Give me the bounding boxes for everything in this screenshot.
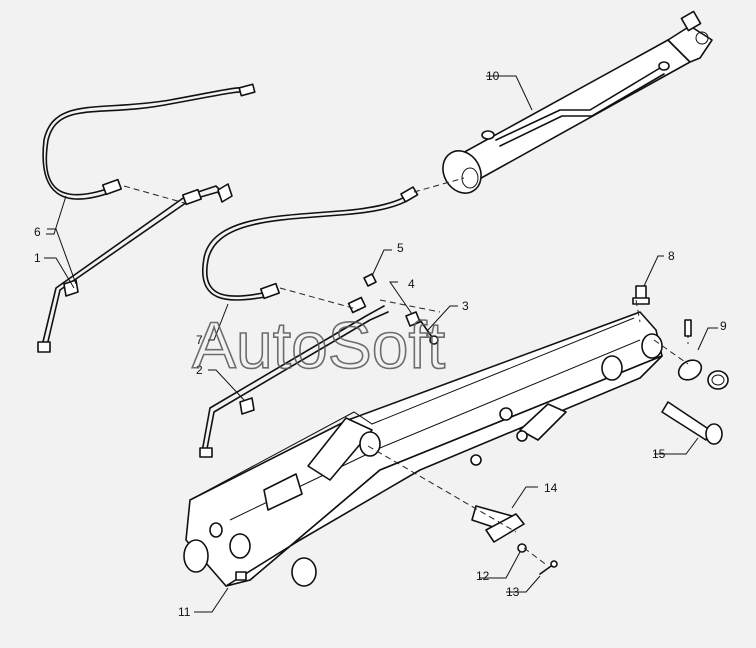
callout-9: 9 — [720, 319, 727, 333]
callout-4: 4 — [408, 277, 415, 291]
hose-7 — [201, 186, 419, 301]
hydraulic-cylinder — [442, 10, 713, 194]
callout-15: 15 — [652, 447, 666, 461]
pin-15 — [661, 401, 723, 445]
steel-tube-2 — [199, 296, 389, 458]
callout-1: 1 — [34, 251, 41, 265]
callout-labels: 1 2 3 4 5 6 7 8 9 10 11 12 13 14 15 — [34, 69, 727, 619]
assembly-lines — [123, 177, 689, 567]
callout-8: 8 — [668, 249, 675, 263]
leader-lines — [44, 75, 718, 613]
hose-6 — [42, 83, 256, 200]
bolt-13 — [539, 560, 558, 575]
callout-5: 5 — [397, 241, 404, 255]
fitting-5 — [363, 273, 377, 287]
callout-13: 13 — [506, 585, 520, 599]
callout-14: 14 — [544, 481, 558, 495]
bushing-9 — [677, 319, 729, 390]
callout-7: 7 — [196, 333, 203, 347]
callout-11: 11 — [178, 605, 191, 619]
steel-tube-1 — [37, 183, 233, 353]
watermark-text: AutoSoft — [192, 308, 445, 382]
boom-arm — [183, 311, 663, 587]
fitting-4 — [405, 311, 421, 327]
bolt-3 — [419, 319, 439, 345]
callout-2: 2 — [196, 363, 203, 377]
pin-14 — [471, 505, 525, 543]
callout-12: 12 — [476, 569, 490, 583]
washer-12 — [517, 543, 527, 553]
callout-6: 6 — [34, 225, 41, 239]
callout-3: 3 — [462, 299, 469, 313]
grease-nipple-8 — [632, 285, 650, 305]
callout-10: 10 — [486, 69, 500, 83]
